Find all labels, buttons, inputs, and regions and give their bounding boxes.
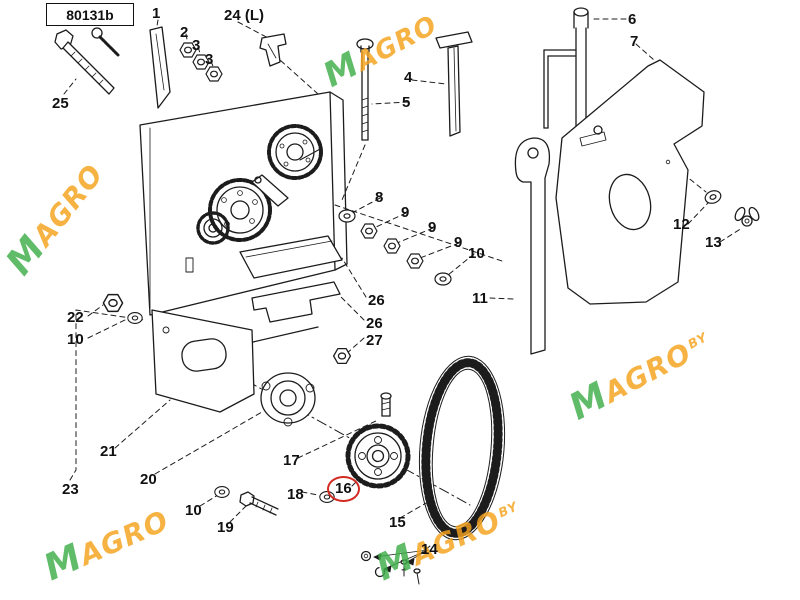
part-label-9c: 9 <box>454 234 463 251</box>
part-label-13: 13 <box>705 234 722 251</box>
part-label-21: 21 <box>100 443 117 460</box>
part-label-10b: 10 <box>67 331 84 348</box>
part-label-22: 22 <box>67 309 84 326</box>
part-label-26a: 26 <box>368 292 385 309</box>
part-label-2: 2 <box>180 24 189 41</box>
part-label-10a: 10 <box>468 245 485 262</box>
part-label-11: 11 <box>472 290 488 307</box>
part-label-8: 8 <box>375 189 384 206</box>
part-label-24L: 24 (L) <box>224 7 265 24</box>
part-label-19: 19 <box>217 519 234 536</box>
part-label-18: 18 <box>287 486 304 503</box>
drawing-number: 80131b <box>66 6 114 23</box>
part-label-9b: 9 <box>428 219 437 236</box>
part-label-25: 25 <box>52 95 69 112</box>
part-label-5: 5 <box>402 94 411 111</box>
part-label-12: 12 <box>673 216 690 233</box>
part-label-16-highlighted: 16 <box>327 476 360 502</box>
part-label-17: 17 <box>283 452 300 469</box>
drawing-number-box: 80131b <box>46 3 134 26</box>
part-label-4: 4 <box>404 69 413 86</box>
part-label-20: 20 <box>140 471 157 488</box>
part-label-15: 15 <box>389 514 406 531</box>
part-label-1: 1 <box>152 5 161 22</box>
part-label-23: 23 <box>62 481 79 498</box>
part-label-9a: 9 <box>401 204 410 221</box>
part-label-27: 27 <box>366 332 383 349</box>
part-label-26b: 26 <box>366 315 383 332</box>
part-label-3b: 3 <box>205 51 214 68</box>
part-label-6: 6 <box>628 11 637 28</box>
part-label-7: 7 <box>630 33 639 50</box>
part-label-10c: 10 <box>185 502 202 519</box>
part-label-14: 14 <box>421 541 438 558</box>
part-label-3a: 3 <box>192 37 201 54</box>
